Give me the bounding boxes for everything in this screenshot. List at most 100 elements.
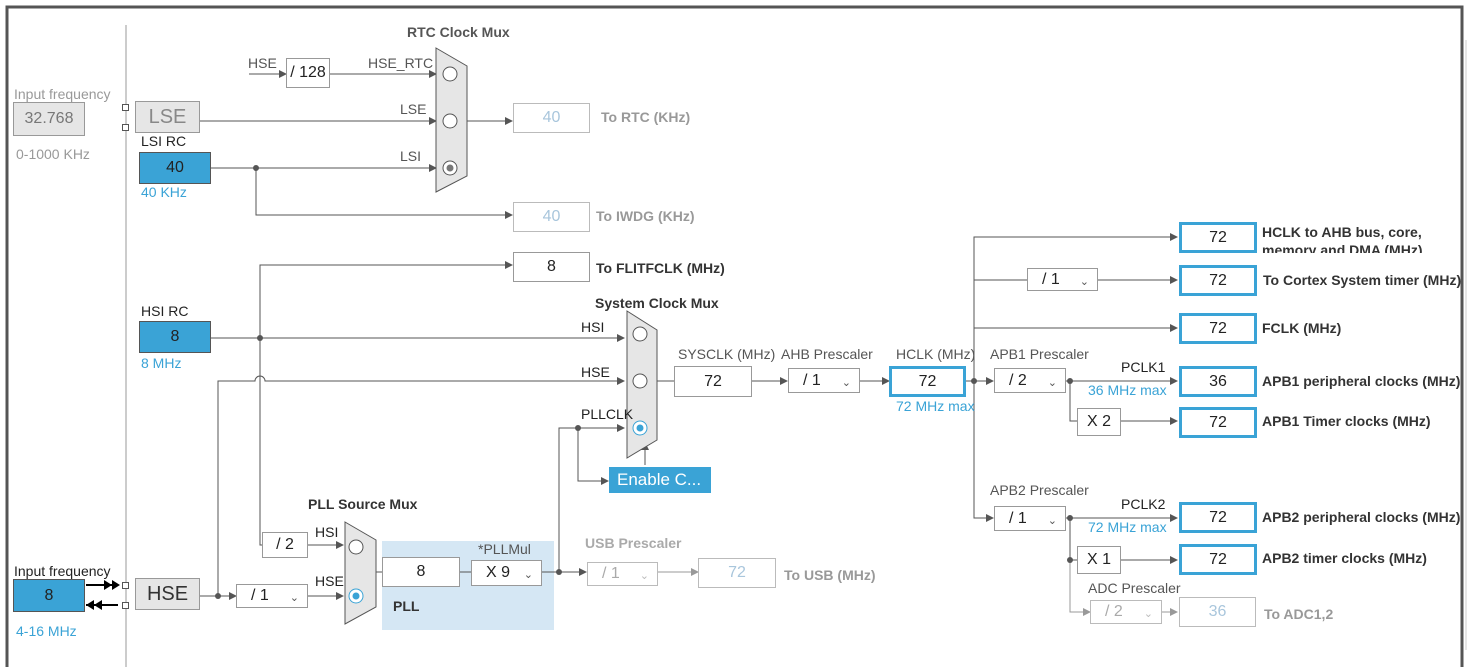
cortex-timer-output-value[interactable]: 72 bbox=[1179, 265, 1257, 296]
pclk2-label: PCLK2 bbox=[1121, 496, 1166, 512]
pll-hse-prediv-value: / 1 bbox=[251, 587, 269, 604]
pclk1-max: 36 MHz max bbox=[1088, 382, 1167, 398]
pll-hsi-divider: / 2 bbox=[262, 532, 308, 558]
lse-input-frequency-field[interactable]: 32.768 bbox=[13, 102, 85, 136]
sysclk-mux-hse-radio[interactable] bbox=[632, 373, 648, 389]
pll-source-mux bbox=[344, 521, 377, 625]
cortex-timer-output-label: To Cortex System timer (MHz) bbox=[1263, 272, 1462, 288]
enable-css-button[interactable]: Enable C... bbox=[609, 467, 711, 493]
sysclk-value: 72 bbox=[674, 366, 752, 397]
adc-output-value: 36 bbox=[1179, 597, 1256, 627]
hse-pin-bottom bbox=[122, 602, 129, 609]
hsi-rc-title: HSI RC bbox=[141, 303, 189, 319]
pll-mux-hse-label: HSE bbox=[315, 573, 344, 589]
rtc-output-label: To RTC (KHz) bbox=[601, 109, 691, 125]
usb-output-label: To USB (MHz) bbox=[784, 567, 876, 583]
rtc-mux-lse-radio[interactable] bbox=[442, 113, 458, 129]
hclk-ahb-output-value[interactable]: 72 bbox=[1179, 222, 1257, 253]
pll-mul-value: X 9 bbox=[486, 564, 511, 581]
adc-prescaler-label: ADC Prescaler bbox=[1088, 580, 1181, 596]
apb1-timer-output-label: APB1 Timer clocks (MHz) bbox=[1262, 413, 1431, 429]
system-clock-mux-title: System Clock Mux bbox=[595, 295, 719, 311]
adc-prescaler-value: / 2 bbox=[1105, 603, 1123, 620]
apb2-prescaler-label: APB2 Prescaler bbox=[990, 482, 1089, 498]
apb1-timer-multiplier: X 2 bbox=[1077, 408, 1121, 436]
rtc-lsi-label: LSI bbox=[400, 148, 422, 164]
adc-output-label: To ADC1,2 bbox=[1264, 606, 1334, 622]
apb2-timer-output-label: APB2 timer clocks (MHz) bbox=[1262, 550, 1427, 566]
apb2-prescaler-select[interactable]: / 1 ⌄ bbox=[994, 506, 1066, 531]
lsi-rc-unit: 40 KHz bbox=[141, 184, 187, 200]
cortex-timer-divider-value: / 1 bbox=[1042, 270, 1060, 288]
apb2-peripheral-output-value[interactable]: 72 bbox=[1179, 502, 1257, 533]
rtc-clock-mux-title: RTC Clock Mux bbox=[407, 24, 510, 40]
pll-input-value: 8 bbox=[382, 557, 460, 587]
sysclk-label: SYSCLK (MHz) bbox=[678, 346, 776, 362]
ahb-prescaler-value: / 1 bbox=[803, 371, 821, 389]
pll-mux-hsi-radio[interactable] bbox=[348, 539, 364, 555]
sysclk-mux-hsi-label: HSI bbox=[581, 319, 605, 335]
sysclk-mux-hse-label: HSE bbox=[581, 364, 610, 380]
apb1-timer-output-value[interactable]: 72 bbox=[1179, 407, 1257, 438]
sysclk-mux-hsi-radio[interactable] bbox=[632, 326, 648, 342]
apb2-prescaler-value: / 1 bbox=[1009, 509, 1027, 527]
usb-prescaler-label: USB Prescaler bbox=[585, 535, 682, 551]
chevron-down-icon: ⌄ bbox=[1079, 275, 1089, 288]
flitfclk-output-label: To FLITFCLK (MHz) bbox=[596, 260, 725, 276]
flitfclk-output-value: 8 bbox=[513, 252, 590, 282]
chevron-down-icon: ⌄ bbox=[1047, 514, 1057, 527]
hclk-value[interactable]: 72 bbox=[889, 366, 966, 397]
apb1-prescaler-select[interactable]: / 2 ⌄ bbox=[994, 368, 1066, 393]
rtc-hse-divider: / 128 bbox=[286, 58, 330, 88]
chevron-down-icon: ⌄ bbox=[841, 376, 851, 389]
rtc-hse-label: HSE bbox=[248, 55, 277, 71]
ahb-prescaler-label: AHB Prescaler bbox=[781, 346, 873, 362]
fclk-output-label: FCLK (MHz) bbox=[1262, 320, 1342, 336]
fclk-output-value[interactable]: 72 bbox=[1179, 313, 1257, 344]
lse-input-frequency-label: Input frequency bbox=[14, 86, 111, 102]
pll-mux-hsi-label: HSI bbox=[315, 524, 339, 540]
hse-pin-top bbox=[122, 582, 129, 589]
hsi-rc-unit: 8 MHz bbox=[141, 355, 182, 371]
rtc-hse-rtc-label: HSE_RTC bbox=[368, 55, 434, 71]
pll-hse-prediv-select[interactable]: / 1⌄ bbox=[236, 584, 308, 608]
pclk1-label: PCLK1 bbox=[1121, 359, 1166, 375]
apb2-timer-output-value[interactable]: 72 bbox=[1179, 544, 1257, 575]
lse-block: LSE bbox=[135, 101, 200, 133]
adc-prescaler-select[interactable]: / 2⌄ bbox=[1090, 600, 1162, 624]
pll-mul-select[interactable]: X 9⌄ bbox=[471, 560, 542, 586]
apb1-prescaler-label: APB1 Prescaler bbox=[990, 346, 1089, 362]
pll-label: PLL bbox=[393, 598, 420, 614]
lse-pin-bottom bbox=[122, 124, 129, 131]
usb-output-value: 72 bbox=[698, 558, 776, 588]
hse-block: HSE bbox=[135, 578, 200, 610]
cortex-timer-divider-select[interactable]: / 1 ⌄ bbox=[1027, 268, 1098, 291]
lsi-rc-title: LSI RC bbox=[141, 133, 187, 149]
pll-source-mux-title: PLL Source Mux bbox=[308, 496, 418, 512]
rtc-output-value: 40 bbox=[513, 103, 590, 133]
rtc-mux-hse-radio[interactable] bbox=[442, 66, 458, 82]
apb2-peripheral-output-label: APB2 peripheral clocks (MHz) bbox=[1262, 509, 1461, 525]
chevron-down-icon: ⌄ bbox=[1047, 376, 1057, 389]
usb-prescaler-select[interactable]: / 1⌄ bbox=[587, 562, 658, 586]
rtc-lse-label: LSE bbox=[400, 101, 427, 117]
lsi-rc-value[interactable]: 40 bbox=[139, 152, 211, 184]
hse-input-frequency-label: Input frequency bbox=[14, 563, 111, 579]
pll-mul-label: *PLLMul bbox=[478, 541, 531, 557]
frame-border bbox=[5, 5, 1464, 667]
ahb-prescaler-select[interactable]: / 1 ⌄ bbox=[788, 368, 860, 393]
apb1-peripheral-output-value[interactable]: 36 bbox=[1179, 366, 1257, 397]
hse-input-frequency-field[interactable]: 8 bbox=[13, 579, 85, 612]
iwdg-output-value: 40 bbox=[513, 202, 590, 232]
pclk2-max: 72 MHz max bbox=[1088, 519, 1167, 535]
lse-input-range: 0-1000 KHz bbox=[16, 146, 90, 162]
hse-input-range: 4-16 MHz bbox=[16, 623, 77, 639]
apb1-prescaler-value: / 2 bbox=[1009, 371, 1027, 389]
lse-pin-top bbox=[122, 104, 129, 111]
apb1-peripheral-output-label: APB1 peripheral clocks (MHz) bbox=[1262, 373, 1461, 389]
hclk-ahb-output-label: HCLK to AHB bus, core, memory and DMA (M… bbox=[1262, 224, 1423, 253]
hclk-label: HCLK (MHz) bbox=[896, 346, 976, 362]
hsi-rc-value[interactable]: 8 bbox=[139, 321, 211, 353]
